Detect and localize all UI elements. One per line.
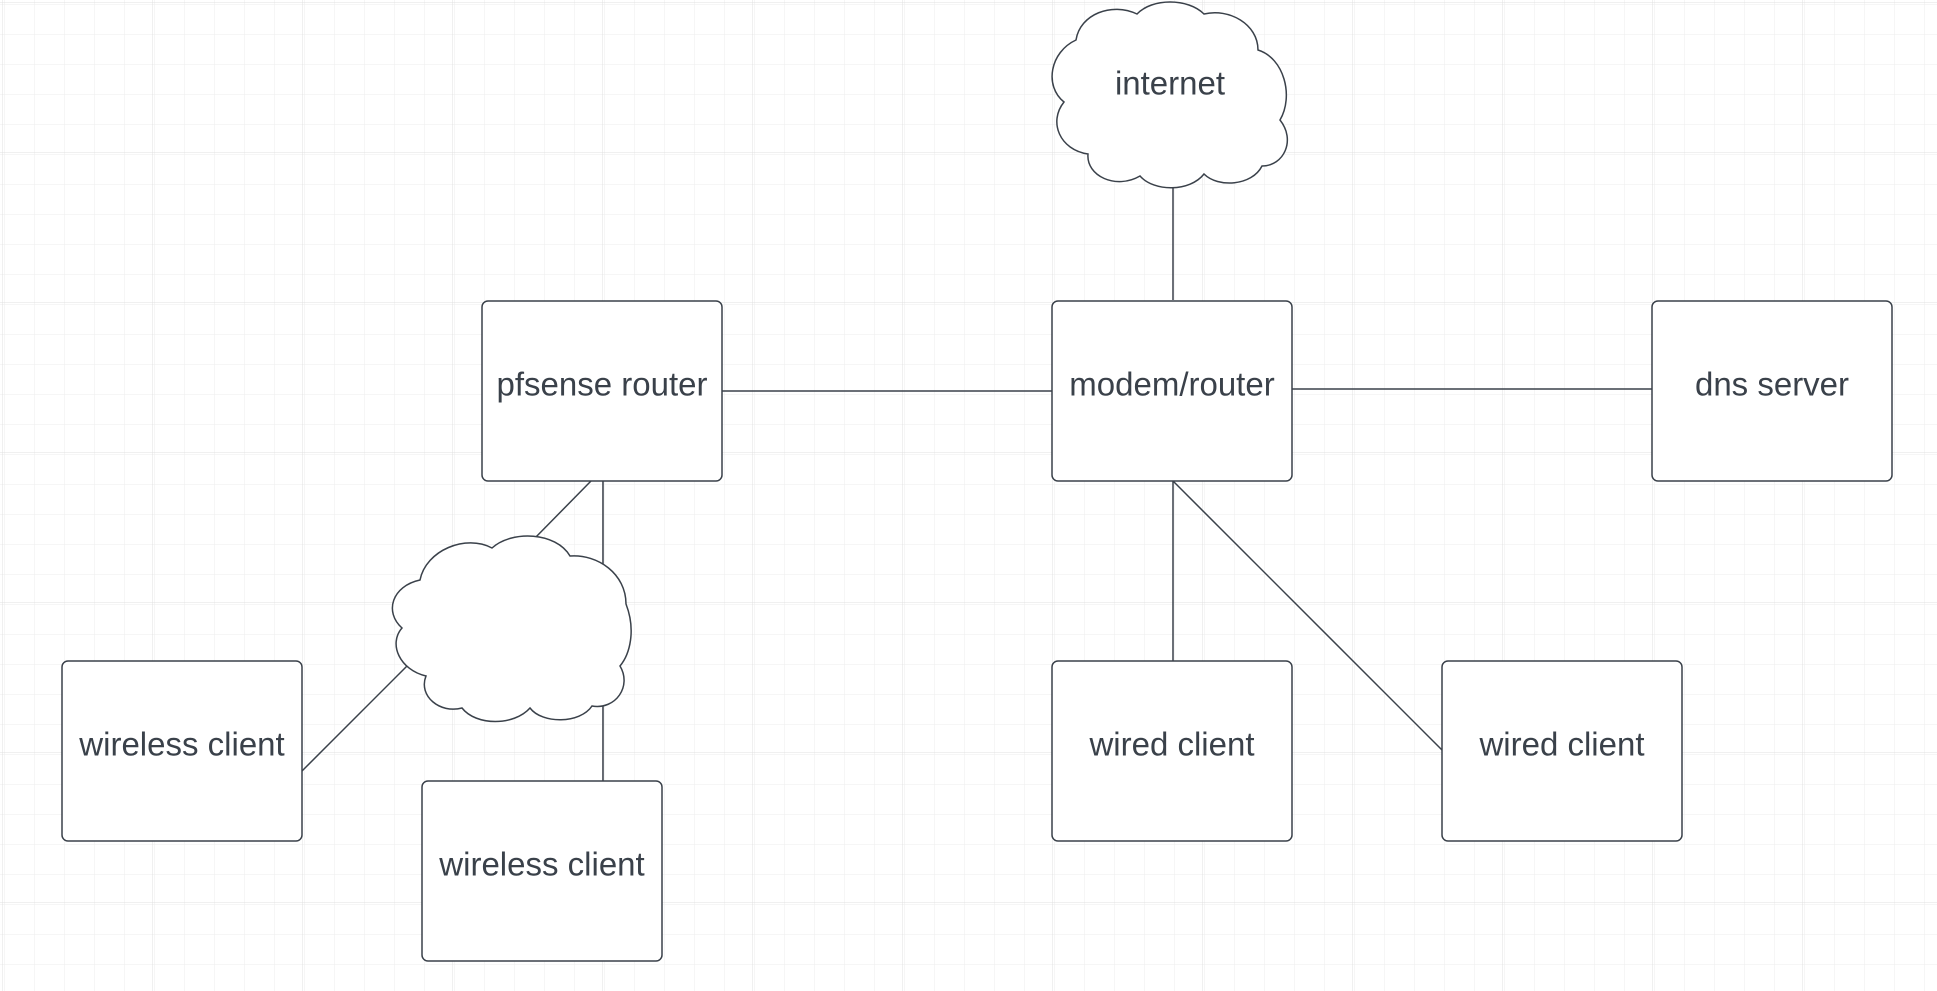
connections [301, 178, 1652, 781]
wireless-cloud-icon [391, 535, 632, 723]
pfsense-router-box [481, 300, 723, 482]
wireless-client-1-box [61, 660, 303, 842]
edge-wifi-cloud-wireless-client-1[interactable] [301, 660, 413, 772]
pfsense-router-label: pfsense router [497, 366, 708, 403]
modem-router-node[interactable]: modem/router [1051, 300, 1293, 482]
internet-cloud[interactable]: internet [1051, 1, 1289, 189]
dns-server-node[interactable]: dns server [1651, 300, 1893, 482]
wired-client-1-box [1051, 660, 1293, 842]
dns-server-box [1651, 300, 1893, 482]
wired-client-1-node[interactable]: wired client [1051, 660, 1293, 842]
wired-client-2-box [1441, 660, 1683, 842]
dns-server-label: dns server [1695, 366, 1849, 403]
wireless-client-2-box [421, 780, 663, 962]
wireless-client-2-node[interactable]: wireless client [421, 780, 663, 962]
wifi-cloud[interactable] [391, 535, 632, 723]
wired-client-1-label: wired client [1088, 726, 1254, 763]
pfsense-router-node[interactable]: pfsense router [481, 300, 723, 482]
modem-router-box [1051, 300, 1293, 482]
edge-pfsense-wifi-cloud[interactable] [532, 480, 592, 541]
wired-client-2-label: wired client [1478, 726, 1644, 763]
internet-label: internet [1115, 65, 1225, 102]
wireless-client-1-label: wireless client [78, 726, 284, 763]
wired-client-2-node[interactable]: wired client [1441, 660, 1683, 842]
wireless-client-2-label: wireless client [438, 846, 644, 883]
cloud-icon [1051, 1, 1289, 189]
wireless-client-1-node[interactable]: wireless client [61, 660, 303, 842]
modem-router-label: modem/router [1069, 366, 1274, 403]
edge-modem-wired-client-2[interactable] [1172, 480, 1451, 759]
